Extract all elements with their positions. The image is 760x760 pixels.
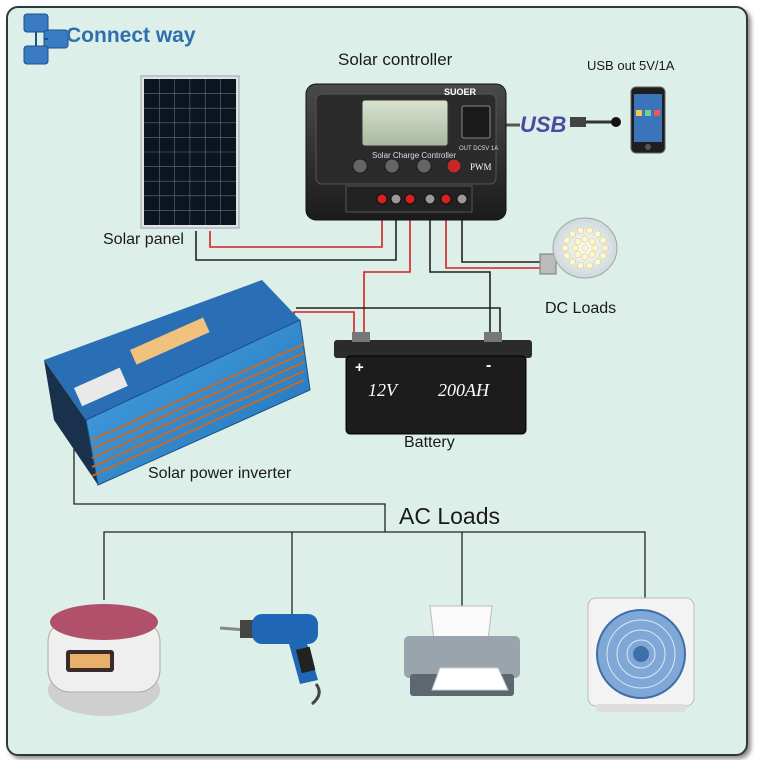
panel-black-wire	[195, 210, 397, 261]
battery-minus: -	[486, 357, 491, 374]
usb-out-label: USB out 5V/1A	[587, 58, 675, 73]
controller-button-1-icon	[352, 158, 368, 174]
controller-brand: SUOER	[444, 87, 477, 97]
dc-black-wire	[461, 210, 548, 263]
battery-red-wire	[363, 210, 411, 340]
battery-icon: + - 12V 200AH	[334, 332, 532, 435]
usb-port-icon	[461, 105, 491, 139]
inverter-red-wire	[293, 311, 355, 340]
electric-drill-icon	[219, 614, 321, 706]
battery-plus: +	[355, 359, 364, 376]
controller-button-2-icon	[384, 158, 400, 174]
battery-capacity: 200AH	[438, 380, 490, 400]
usb-tag: USB	[520, 112, 621, 137]
electric-fan-icon	[587, 597, 695, 712]
ac-feed-wire	[73, 420, 386, 532]
inverter-black-wire	[296, 307, 501, 340]
panel-red-wire	[209, 210, 383, 248]
controller-pwm: PWM	[470, 162, 492, 172]
solar-panel-icon	[140, 75, 240, 229]
ac-bus-wire	[103, 531, 646, 600]
battery-black-wire	[429, 210, 491, 340]
controller-out-rating: OUT DC5V 1A	[459, 146, 498, 152]
led-bulb-icon	[539, 217, 618, 279]
inverter-label: Solar power inverter	[148, 465, 292, 482]
printer-icon	[404, 605, 520, 696]
usb-tag-text: USB	[520, 112, 567, 137]
controller-button-3-icon	[416, 158, 432, 174]
controller-panel-text: Solar Charge Controller	[372, 151, 456, 160]
battery-label: Battery	[404, 434, 455, 451]
ac-loads-label: AC Loads	[399, 503, 501, 529]
dc-loads-label: DC Loads	[545, 300, 617, 317]
network-connection-icon	[23, 13, 69, 65]
solar-charge-controller: Solar Charge Controller SUOER PWM OUT DC…	[305, 83, 507, 221]
solar-controller-label: Solar controller	[338, 50, 453, 69]
smartphone-icon	[630, 86, 666, 154]
lcd-screen	[361, 99, 449, 147]
solar-panel-label: Solar panel	[103, 231, 184, 248]
controller-power-button-icon	[446, 158, 462, 174]
solar-power-inverter	[44, 280, 311, 486]
rice-cooker-icon	[47, 604, 161, 716]
dc-red-wire	[445, 210, 548, 269]
page-title: Connect way	[66, 24, 196, 47]
battery-voltage: 12V	[368, 380, 399, 400]
